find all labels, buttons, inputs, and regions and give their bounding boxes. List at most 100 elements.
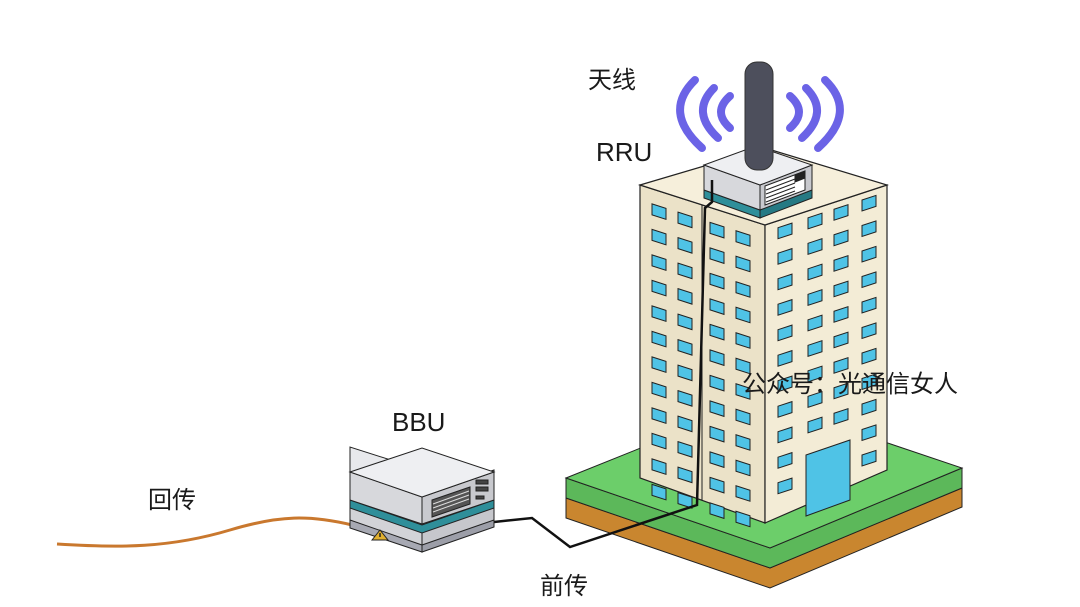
building-window — [677, 466, 693, 484]
building-window — [807, 340, 823, 358]
building-window — [807, 391, 823, 409]
antenna-pole — [744, 61, 774, 171]
building-window — [735, 230, 751, 247]
building-window — [677, 236, 693, 254]
building-window — [735, 383, 751, 400]
building-window — [833, 254, 849, 272]
building-window — [709, 374, 725, 392]
bbu-vent — [431, 479, 489, 518]
building-window — [807, 314, 823, 332]
building-window — [651, 483, 667, 501]
building-window — [777, 375, 793, 393]
building-window — [651, 203, 667, 221]
building-window — [807, 289, 823, 307]
building-window — [651, 330, 667, 348]
building-window — [709, 476, 725, 494]
building-window — [735, 434, 751, 451]
building-window — [735, 357, 751, 375]
building-window — [651, 432, 667, 450]
building-window — [777, 426, 793, 444]
building-window — [735, 306, 751, 324]
building-window — [735, 281, 751, 298]
building-window — [807, 238, 823, 256]
building-window — [651, 254, 667, 272]
building-window — [709, 425, 725, 443]
building-window — [709, 400, 725, 418]
building-window — [651, 356, 667, 374]
building-window — [709, 323, 725, 341]
building-window — [651, 279, 667, 297]
warning-icon — [370, 529, 390, 541]
building-window — [861, 194, 877, 212]
building-window — [861, 271, 877, 289]
fronthaul-fiber — [493, 180, 714, 549]
building-window — [735, 485, 751, 502]
building-window — [735, 255, 751, 273]
building-window — [651, 407, 667, 425]
building-window — [651, 305, 667, 323]
building-window — [677, 211, 693, 229]
building-window — [833, 229, 849, 247]
building-window — [777, 477, 793, 495]
building-window — [861, 245, 877, 263]
building-window — [861, 322, 877, 340]
watermark-text: 公众号：光通信女人 — [742, 370, 958, 398]
building-window — [651, 228, 667, 246]
building-window — [735, 459, 751, 477]
building-window — [651, 458, 667, 476]
building-window — [651, 381, 667, 399]
building-window — [861, 296, 877, 314]
antenna — [744, 61, 774, 171]
building-window — [777, 349, 793, 367]
building-window — [677, 338, 693, 356]
building-window — [777, 324, 793, 342]
building-window — [677, 364, 693, 382]
building-door — [805, 439, 851, 517]
windows-left-face — [651, 203, 751, 528]
building-window — [807, 263, 823, 281]
building-window — [735, 332, 751, 349]
building-window — [861, 398, 877, 416]
building-window — [677, 491, 693, 509]
building-window — [777, 273, 793, 291]
building-window — [861, 449, 877, 467]
building-window — [677, 389, 693, 407]
backhaul-fiber — [56, 516, 353, 548]
building-window — [709, 221, 725, 239]
building-window — [677, 262, 693, 280]
building-window — [777, 451, 793, 469]
building-window — [833, 382, 849, 400]
rru-label: RRU — [596, 137, 653, 167]
building-window — [861, 347, 877, 365]
building-window — [833, 203, 849, 221]
building-window — [833, 407, 849, 425]
building-window — [735, 510, 751, 528]
building-window — [777, 222, 793, 240]
building-window — [677, 440, 693, 458]
building-window — [709, 502, 725, 520]
building-window — [735, 408, 751, 426]
backhaul-label: 回传 — [148, 486, 196, 514]
building-window — [833, 280, 849, 298]
building-window — [677, 313, 693, 331]
building-window — [833, 331, 849, 349]
building-window — [833, 356, 849, 374]
bbu-label: BBU — [392, 407, 446, 437]
building-window — [861, 220, 877, 238]
signal-waves-icon — [676, 76, 844, 152]
building-window — [709, 349, 725, 367]
building-window — [807, 212, 823, 230]
building-window — [777, 400, 793, 418]
windows-right-face — [777, 194, 877, 495]
building-window — [677, 415, 693, 433]
antenna-label: 天线 — [588, 66, 636, 94]
building-window — [777, 298, 793, 316]
building-window — [777, 247, 793, 265]
building-window — [861, 373, 877, 391]
building-window — [709, 247, 725, 265]
building-window — [807, 416, 823, 434]
fronthaul-label: 前传 — [540, 572, 588, 600]
building-window — [677, 287, 693, 305]
building-window — [709, 298, 725, 316]
